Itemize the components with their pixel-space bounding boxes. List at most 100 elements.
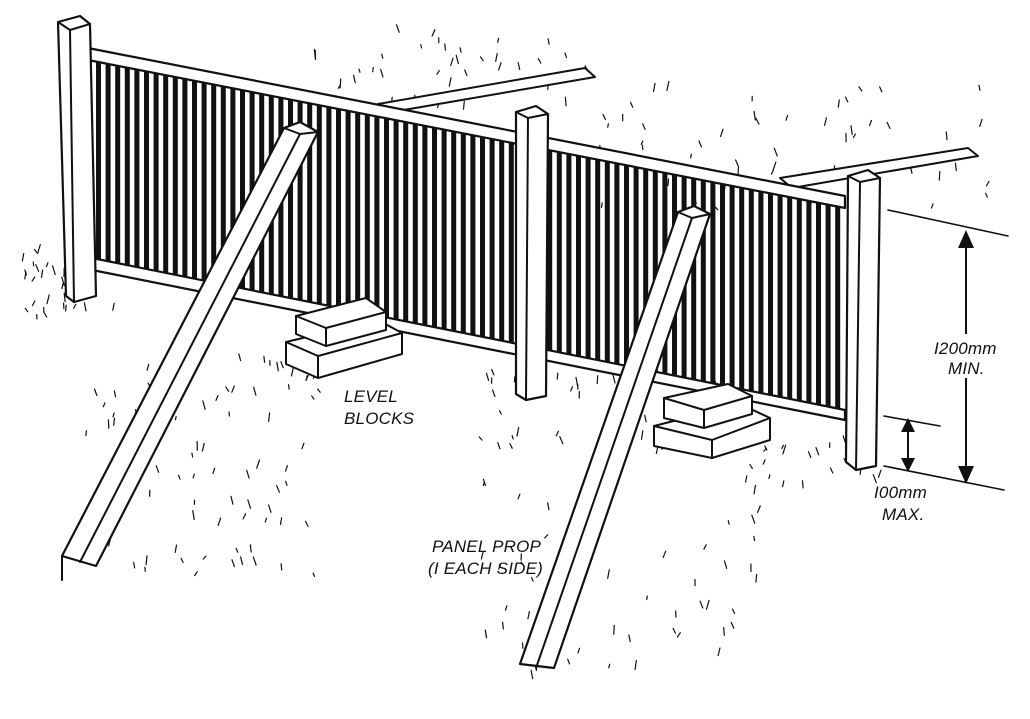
grass-mark	[492, 389, 496, 397]
grass-mark	[608, 663, 611, 669]
fence-post-left	[56, 14, 98, 304]
fence-bar	[691, 175, 697, 383]
grass-mark	[837, 99, 840, 108]
grass-mark	[253, 386, 257, 396]
grass-mark	[602, 113, 607, 121]
grass-mark	[256, 459, 261, 469]
grass-mark	[31, 300, 36, 307]
fence-bar	[451, 129, 457, 335]
grass-mark	[174, 416, 177, 421]
fence-bar	[240, 87, 245, 292]
grass-mark	[730, 621, 735, 629]
grass-mark	[93, 388, 98, 397]
grass-mark	[180, 557, 184, 564]
grass-mark	[564, 96, 567, 107]
grass-mark	[877, 469, 882, 478]
gap-dimension	[883, 415, 941, 472]
grass-mark	[886, 121, 891, 129]
grass-mark	[353, 74, 356, 84]
fence-bar	[576, 153, 581, 360]
grass-mark	[770, 170, 774, 175]
grass-mark	[83, 302, 87, 312]
fence-bar	[384, 115, 389, 322]
grass-mark	[646, 595, 648, 601]
fence-bar	[374, 114, 380, 319]
fence-bar	[489, 136, 495, 343]
fence-bar	[115, 63, 121, 267]
grass-mark	[772, 161, 777, 172]
grass-mark	[596, 375, 599, 385]
fence-bar	[422, 123, 428, 329]
grass-mark	[240, 556, 244, 566]
grass-mark	[450, 57, 454, 67]
grass-mark	[36, 244, 41, 255]
grass-mark	[246, 469, 250, 479]
grass-mark	[978, 84, 981, 91]
fence-bar	[748, 187, 754, 395]
grass-mark	[979, 118, 983, 128]
grass-mark	[247, 499, 252, 509]
fence-bar	[412, 121, 418, 327]
grass-mark	[313, 48, 316, 59]
grass-mark	[577, 647, 581, 654]
grass-mark	[24, 307, 29, 313]
fence-panel	[86, 46, 847, 422]
fence-bar	[835, 204, 841, 412]
grass-mark	[358, 68, 361, 73]
grass-mark	[567, 658, 571, 665]
grass-mark	[564, 52, 568, 59]
grass-mark	[145, 555, 148, 566]
grass-mark	[801, 480, 804, 489]
gap-label-value: I00mm	[874, 483, 927, 502]
grass-mark	[381, 53, 384, 59]
grass-mark	[570, 386, 574, 392]
grass-mark	[192, 510, 195, 521]
grass-mark	[640, 140, 644, 145]
grass-mark	[73, 303, 77, 309]
grass-mark	[311, 395, 315, 400]
grass-mark	[202, 400, 206, 410]
grass-mark	[530, 576, 534, 582]
fence-bar	[547, 147, 553, 354]
grass-mark	[290, 366, 294, 377]
fence-bar	[307, 100, 313, 306]
fence-bar	[153, 70, 159, 275]
grass-mark	[749, 464, 753, 470]
grass-mark	[498, 62, 502, 71]
grass-mark	[455, 54, 459, 65]
fence-bar	[816, 200, 821, 409]
fence-bar	[758, 189, 764, 397]
height-label-suffix: MIN.	[948, 359, 985, 378]
fence-bar	[643, 166, 649, 374]
grass-mark	[640, 430, 644, 440]
grass-mark	[112, 412, 115, 418]
grass-mark	[762, 459, 766, 465]
grass-mark	[723, 560, 728, 570]
grass-mark	[672, 627, 677, 634]
grass-mark	[945, 131, 948, 141]
fence-bar	[432, 125, 437, 331]
fence-bar	[585, 155, 591, 362]
fence-bar	[96, 59, 101, 263]
grass-mark	[491, 368, 495, 376]
grass-mark	[264, 517, 267, 523]
grass-mark	[231, 559, 235, 568]
grass-mark	[155, 465, 160, 473]
grass-mark	[45, 262, 49, 268]
fence-bar	[604, 159, 610, 366]
grass-mark	[201, 442, 205, 452]
fence-bar	[633, 164, 639, 372]
grass-mark	[517, 493, 521, 500]
grass-mark	[763, 447, 767, 452]
grass-mark	[431, 29, 436, 37]
grass-mark	[768, 474, 771, 480]
fence-bar	[220, 84, 226, 288]
grass-mark	[756, 505, 761, 514]
grass-mark	[844, 96, 849, 103]
grass-mark	[420, 44, 423, 49]
grass-mark	[231, 385, 235, 393]
grass-mark	[717, 647, 721, 657]
fence-bar	[297, 99, 303, 304]
grass-mark	[858, 86, 863, 92]
fence-bar	[460, 130, 466, 337]
